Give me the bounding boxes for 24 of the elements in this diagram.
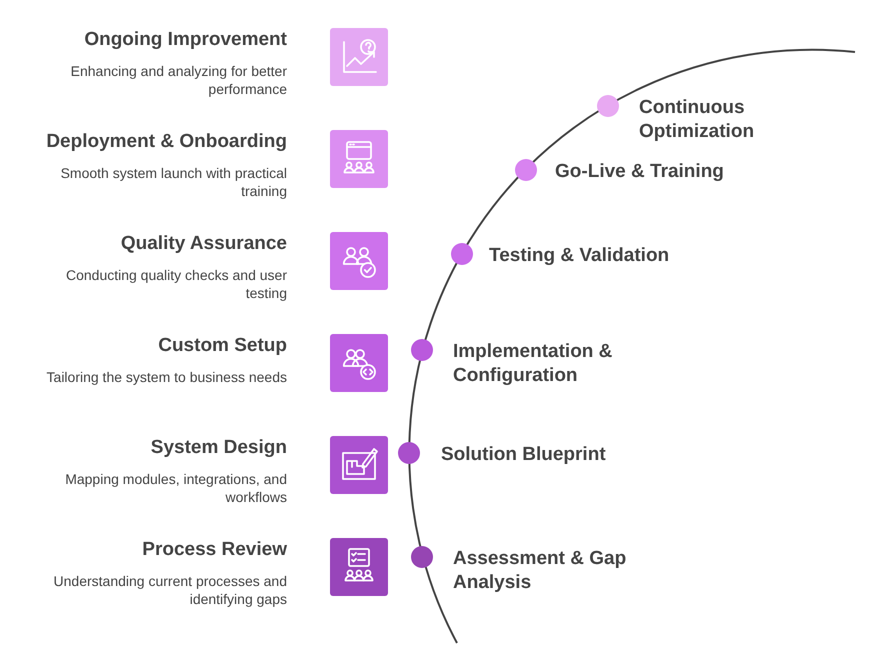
step-heading: System Design [150, 436, 287, 460]
step-heading: Ongoing Improvement [84, 28, 287, 52]
step-description: Smooth system launch with practical training [60, 164, 287, 200]
timeline-dot [411, 339, 433, 361]
step-description: Conducting quality checks and user testing [64, 266, 287, 302]
milestone-label: Testing & Validation [489, 244, 670, 268]
timeline-dot [411, 546, 433, 568]
milestone-label: Solution Blueprint [441, 443, 607, 467]
step-description: Tailoring the system to business needs [46, 368, 287, 386]
timeline-dot [515, 159, 537, 181]
step-heading: Deployment & Onboarding [46, 130, 287, 154]
milestone-label: Assessment & Gap Analysis [453, 547, 628, 595]
timeline-dot [398, 442, 420, 464]
step-description: Mapping modules, integrations, and workflows [64, 470, 287, 506]
step-description: Understanding current processes and identifying gaps [52, 572, 287, 608]
step-heading: Process Review [142, 538, 287, 562]
milestone-label: Go-Live & Training [555, 160, 725, 184]
step-heading: Quality Assurance [120, 232, 287, 256]
milestone-label: Continuous Optimization [639, 96, 756, 144]
step-description: Enhancing and analyzing for better performance [70, 62, 287, 98]
step-heading: Custom Setup [158, 334, 287, 358]
milestone-label: Implementation & Configuration [453, 340, 614, 388]
timeline-dot [451, 243, 473, 265]
timeline-dot [597, 95, 619, 117]
